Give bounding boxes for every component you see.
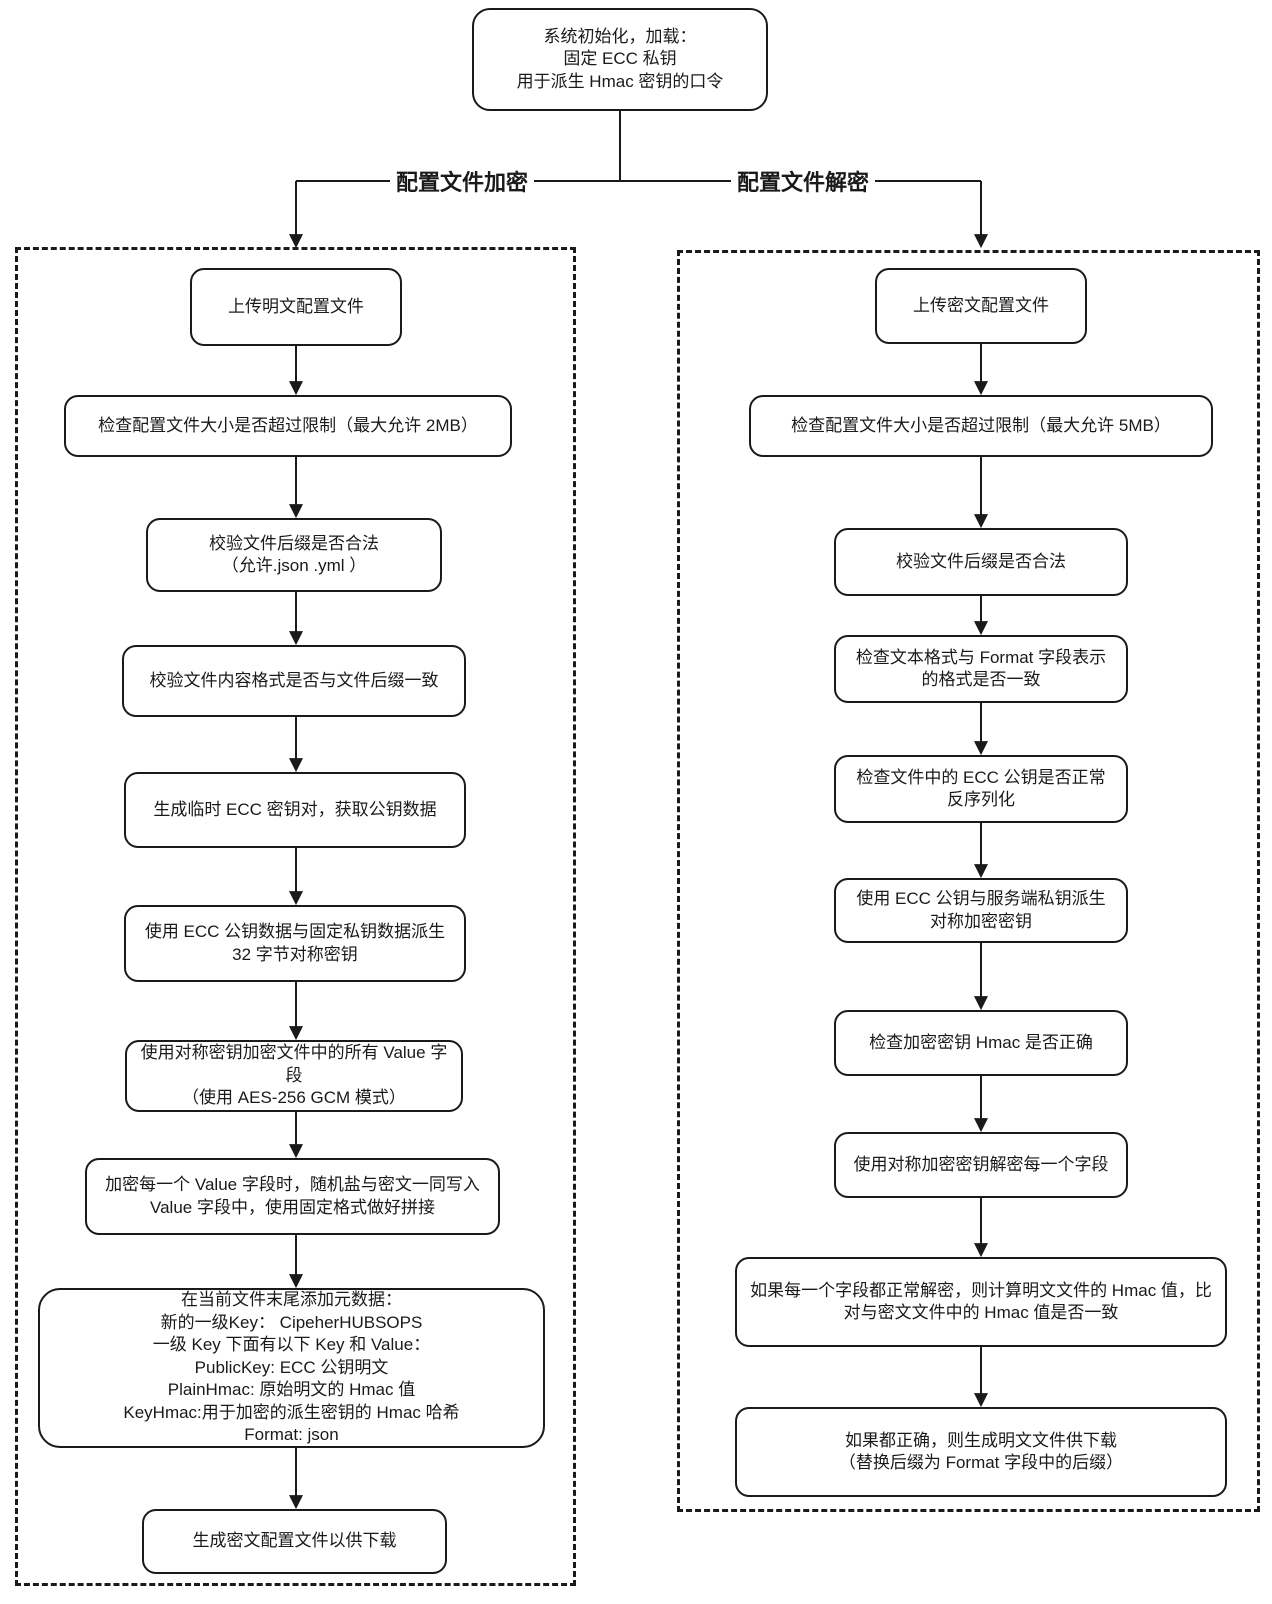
encrypt-step-9: 在当前文件末尾添加元数据： 新的一级Key： CipeherHUBSOPS 一级…: [38, 1288, 545, 1448]
encrypt-step-7: 使用对称密钥加密文件中的所有 Value 字段 （使用 AES-256 GCM …: [125, 1040, 463, 1112]
decrypt-step-5: 检查文件中的 ECC 公钥是否正常反序列化: [834, 755, 1128, 823]
decrypt-step-3: 校验文件后缀是否合法: [834, 528, 1128, 596]
encrypt-step-2: 检查配置文件大小是否超过限制（最大允许 2MB）: [64, 395, 512, 457]
decrypt-step-7: 检查加密密钥 Hmac 是否正确: [834, 1010, 1128, 1076]
decrypt-step-2: 检查配置文件大小是否超过限制（最大允许 5MB）: [749, 395, 1213, 457]
encrypt-branch-label: 配置文件加密: [389, 165, 535, 197]
encrypt-step-5: 生成临时 ECC 密钥对，获取公钥数据: [124, 772, 466, 848]
decrypt-step-8: 使用对称加密密钥解密每一个字段: [834, 1132, 1128, 1198]
encrypt-step-3: 校验文件后缀是否合法 （允许.json .yml ）: [146, 518, 442, 592]
encrypt-step-8: 加密每一个 Value 字段时，随机盐与密文一同写入 Value 字段中，使用固…: [85, 1158, 500, 1235]
decrypt-group-container: [677, 250, 1260, 1512]
encrypt-step-4: 校验文件内容格式是否与文件后缀一致: [122, 645, 466, 717]
decrypt-step-9: 如果每一个字段都正常解密，则计算明文文件的 Hmac 值，比对与密文文件中的 H…: [735, 1257, 1227, 1347]
decrypt-step-6: 使用 ECC 公钥与服务端私钥派生对称加密密钥: [834, 878, 1128, 943]
encrypt-step-6: 使用 ECC 公钥数据与固定私钥数据派生 32 字节对称密钥: [124, 905, 466, 982]
encrypt-step-1: 上传明文配置文件: [190, 268, 402, 346]
decrypt-step-1: 上传密文配置文件: [875, 268, 1087, 344]
decrypt-branch-label: 配置文件解密: [730, 165, 876, 197]
decrypt-step-4: 检查文本格式与 Format 字段表示的格式是否一致: [834, 635, 1128, 703]
encrypt-group-container: [15, 247, 576, 1586]
encrypt-step-10: 生成密文配置文件以供下载: [142, 1509, 447, 1574]
decrypt-step-10: 如果都正确，则生成明文文件供下载 （替换后缀为 Format 字段中的后缀）: [735, 1407, 1227, 1497]
init-step-node: 系统初始化，加载： 固定 ECC 私钥 用于派生 Hmac 密钥的口令: [472, 8, 768, 111]
